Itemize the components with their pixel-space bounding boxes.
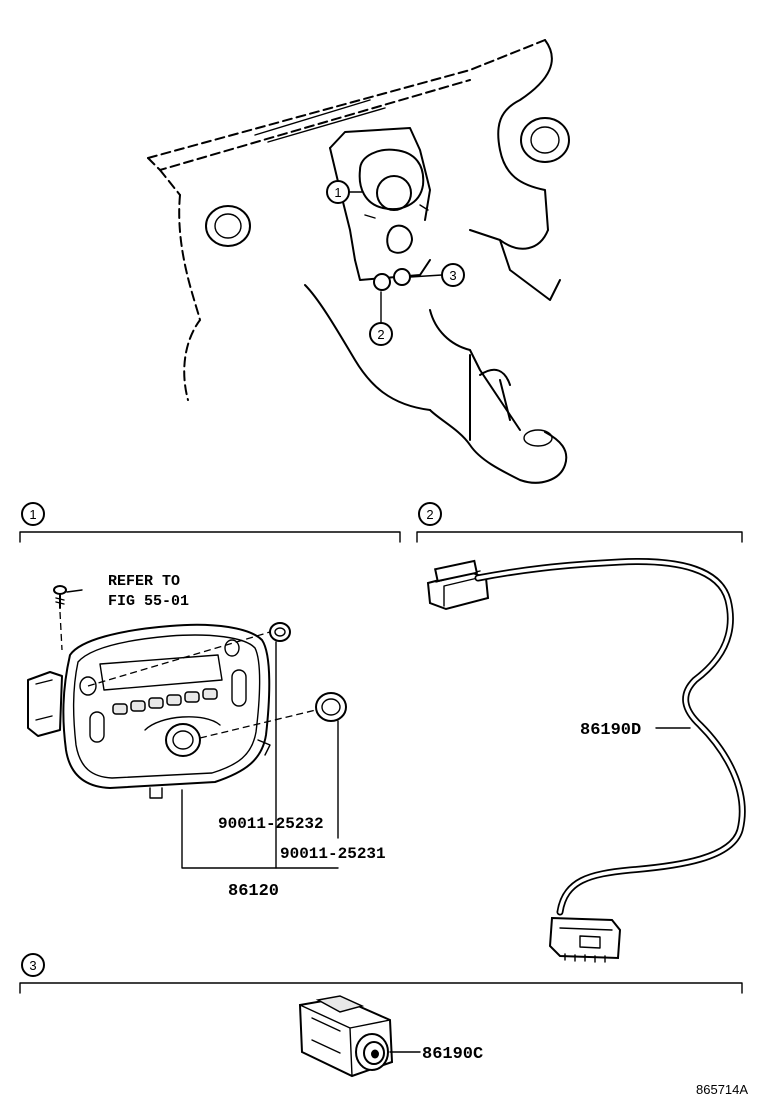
part-number-90011-25232: 90011-25232 — [218, 815, 324, 833]
usb-cable-assembly — [426, 558, 746, 963]
knob-cap-large — [315, 692, 347, 722]
part-number-86190c: 86190C — [422, 1045, 483, 1064]
svg-text:2: 2 — [377, 327, 384, 342]
part-number-90011-25231: 90011-25231 — [280, 845, 386, 863]
volume-knob — [165, 723, 201, 757]
radio-control-panel — [27, 585, 347, 869]
part-number-86190d: 86190D — [580, 721, 641, 740]
aux-jack-assembly — [298, 995, 421, 1078]
right-air-vent — [520, 117, 570, 163]
callout-3: 3 — [409, 263, 465, 287]
preset-buttons — [112, 688, 218, 715]
knob-cap-small — [269, 622, 291, 642]
screw-icon — [53, 585, 67, 609]
left-air-vent — [205, 205, 251, 247]
part-number-86120: 86120 — [228, 882, 279, 901]
drawing-number: 865714A — [696, 1082, 748, 1097]
svg-text:2: 2 — [426, 507, 433, 522]
callout-2: 2 — [369, 291, 393, 346]
section-2-header: 2 — [416, 502, 743, 543]
usb-port-circle — [373, 273, 391, 291]
aux-port-circle — [393, 268, 411, 286]
dashboard-overview: 1 2 3 — [147, 39, 570, 484]
svg-text:1: 1 — [29, 507, 36, 522]
section-1-header: 1 — [19, 502, 401, 543]
fig-reference-label: FIG 55-01 — [108, 593, 189, 610]
svg-text:3: 3 — [449, 268, 456, 283]
section-3-header: 3 — [19, 953, 743, 994]
svg-text:1: 1 — [334, 185, 341, 200]
refer-to-label: REFER TO — [108, 573, 180, 590]
svg-text:3: 3 — [29, 958, 36, 973]
callout-1: 1 — [326, 180, 363, 204]
